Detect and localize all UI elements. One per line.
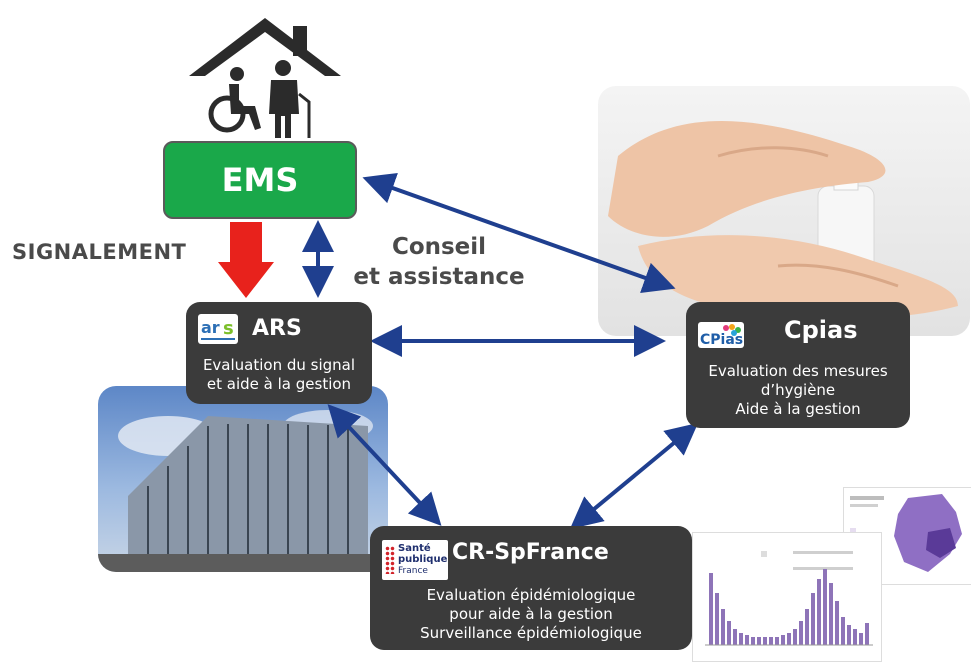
crspfrance-box: Santé publique France CR-SpFrance Evalua…	[370, 526, 692, 650]
crspfrance-description: Evaluation épidémiologique pour aide à l…	[370, 586, 692, 643]
crspfrance-title: CR-SpFrance	[452, 540, 609, 565]
arrow-ars-crspfrance	[327, 404, 442, 526]
cpias-title: Cpias	[784, 316, 858, 344]
ems-label: EMS	[221, 161, 299, 199]
ems-box: EMS	[163, 141, 357, 219]
crspfrance-line1: Evaluation épidémiologique	[426, 586, 636, 604]
ars-line2: et aide à la gestion	[206, 375, 352, 393]
cpias-line1: Evaluation des mesures	[708, 362, 888, 380]
signalement-arrow	[218, 222, 274, 298]
sante-publique-logo: Santé publique France	[382, 540, 448, 580]
cpias-line2: d’hygiène	[760, 381, 836, 399]
crspfrance-line3: Surveillance épidémiologique	[420, 624, 642, 642]
svg-text:CPias: CPias	[700, 332, 743, 348]
sp-logo-line1: Santé	[398, 543, 431, 554]
signalement-label: SIGNALEMENT	[12, 240, 187, 264]
arrow-ems-cpias	[362, 172, 676, 294]
crspfrance-line2: pour aide à la gestion	[449, 605, 613, 623]
svg-text:ar: ar	[201, 318, 220, 337]
epidemiology-chart-thumbnail	[692, 532, 882, 662]
ars-box: ar s ARS Evaluation du signal et aide à …	[186, 302, 372, 404]
svg-text:s: s	[223, 318, 234, 339]
sp-dots-icon	[385, 546, 395, 574]
cpias-box: CPias Cpias Evaluation des mesures d’hyg…	[686, 302, 910, 428]
sp-logo-line2: publique	[398, 554, 448, 565]
ars-logo: ar s	[198, 314, 238, 344]
sp-logo-line3: France	[398, 566, 428, 576]
ars-title: ARS	[252, 316, 302, 341]
arrow-cpias-crspfrance	[569, 422, 699, 530]
cpias-description: Evaluation des mesures d’hygiène Aide à …	[686, 362, 910, 419]
cpias-line3: Aide à la gestion	[735, 400, 861, 418]
cpias-logo: CPias	[698, 322, 744, 348]
ars-description: Evaluation du signal et aide à la gestio…	[186, 356, 372, 394]
care-home-icon	[189, 18, 341, 138]
ars-line1: Evaluation du signal	[202, 356, 356, 374]
hand-hygiene-photo	[598, 86, 970, 336]
